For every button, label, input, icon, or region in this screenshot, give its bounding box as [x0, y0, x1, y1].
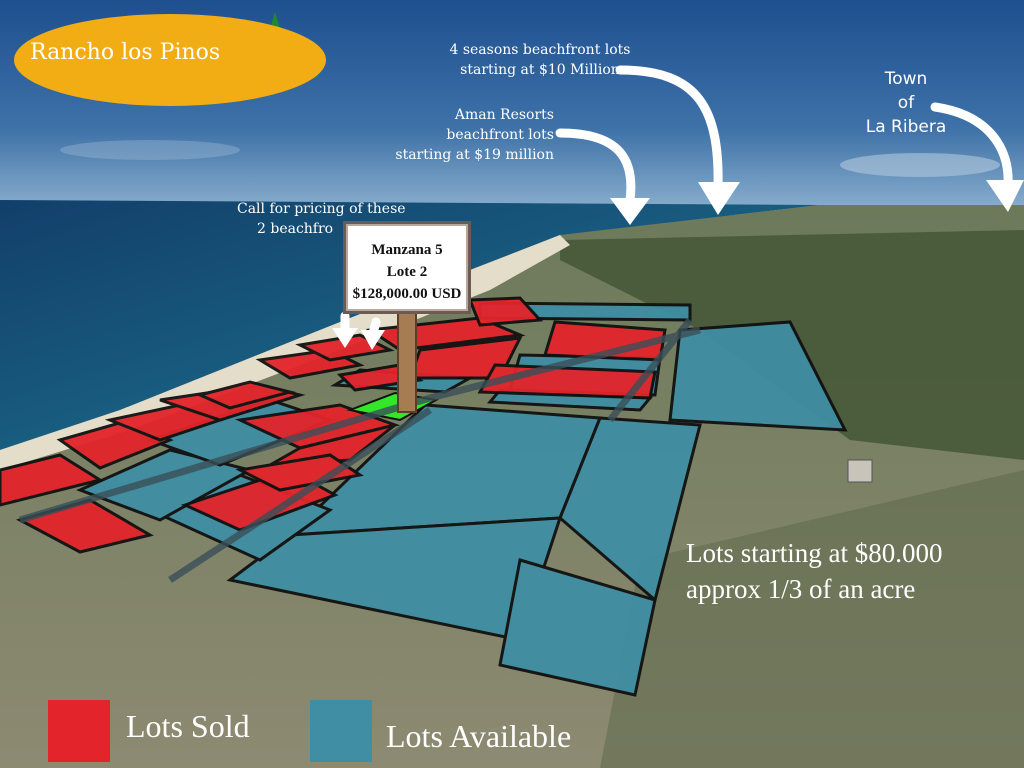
sign-price: $128,000.00 USD: [352, 286, 462, 302]
lot-sign: Manzana 5 Lote 2 $128,000.00 USD: [343, 221, 471, 314]
lot-available: [498, 558, 657, 697]
vegetation: [600, 470, 1024, 768]
lot-sold: [467, 296, 544, 327]
aman-line1: Aman Resorts: [454, 107, 554, 123]
lot-available: [668, 320, 848, 432]
call-line2: 2 beachfro: [257, 221, 334, 237]
cloud: [60, 140, 240, 160]
four-seasons-line1: 4 seasons beachfront lots: [449, 42, 631, 58]
legend-sold-swatch: [48, 700, 110, 762]
sign-lote: Lote 2: [386, 264, 428, 280]
lot-sold: [195, 380, 296, 410]
cloud: [840, 153, 1000, 177]
lot-sold: [0, 453, 104, 507]
legend-sold-label: Lots Sold: [126, 708, 250, 744]
arrow-four-seasons: [615, 65, 723, 195]
aman-line2: beachfront lots: [446, 127, 554, 143]
town-line2: of: [897, 93, 915, 113]
arrow-heads: [332, 180, 1024, 350]
legend-available-label: Lots Available: [386, 718, 572, 754]
town-caption: Town of La Ribera: [838, 67, 974, 139]
promo-line1: Lots starting at $80.000: [686, 538, 943, 568]
call-line1: Call for pricing of these: [237, 201, 406, 217]
town-line3: La Ribera: [865, 117, 947, 137]
town-line1: Town: [884, 69, 928, 89]
call-caption: Call for pricing of these 2 beachfro: [225, 199, 445, 239]
available-lots: [76, 301, 848, 697]
aman-line3: starting at $19 million: [395, 147, 554, 163]
promo-caption: Lots starting at $80.000 approx 1/3 of a…: [686, 535, 942, 607]
brand-name: Rancho los Pinos: [30, 40, 221, 65]
brand-logo: [14, 14, 326, 106]
four-seasons-caption: 4 seasons beachfront lots starting at $1…: [440, 40, 640, 80]
aman-caption: Aman Resorts beachfront lots starting at…: [370, 105, 554, 165]
promo-line2: approx 1/3 of an acre: [686, 574, 916, 604]
sign-manzana: Manzana 5: [371, 242, 443, 258]
lot-sold: [235, 453, 364, 492]
arrow-town: [930, 102, 1013, 190]
roads: [19, 317, 701, 583]
four-seasons-line2: starting at $10 Million: [460, 62, 620, 78]
arrow-aman: [555, 128, 636, 205]
sign-post: [397, 299, 417, 413]
sea: [0, 200, 820, 450]
legend-available-swatch: [310, 700, 372, 762]
house: [847, 459, 873, 483]
